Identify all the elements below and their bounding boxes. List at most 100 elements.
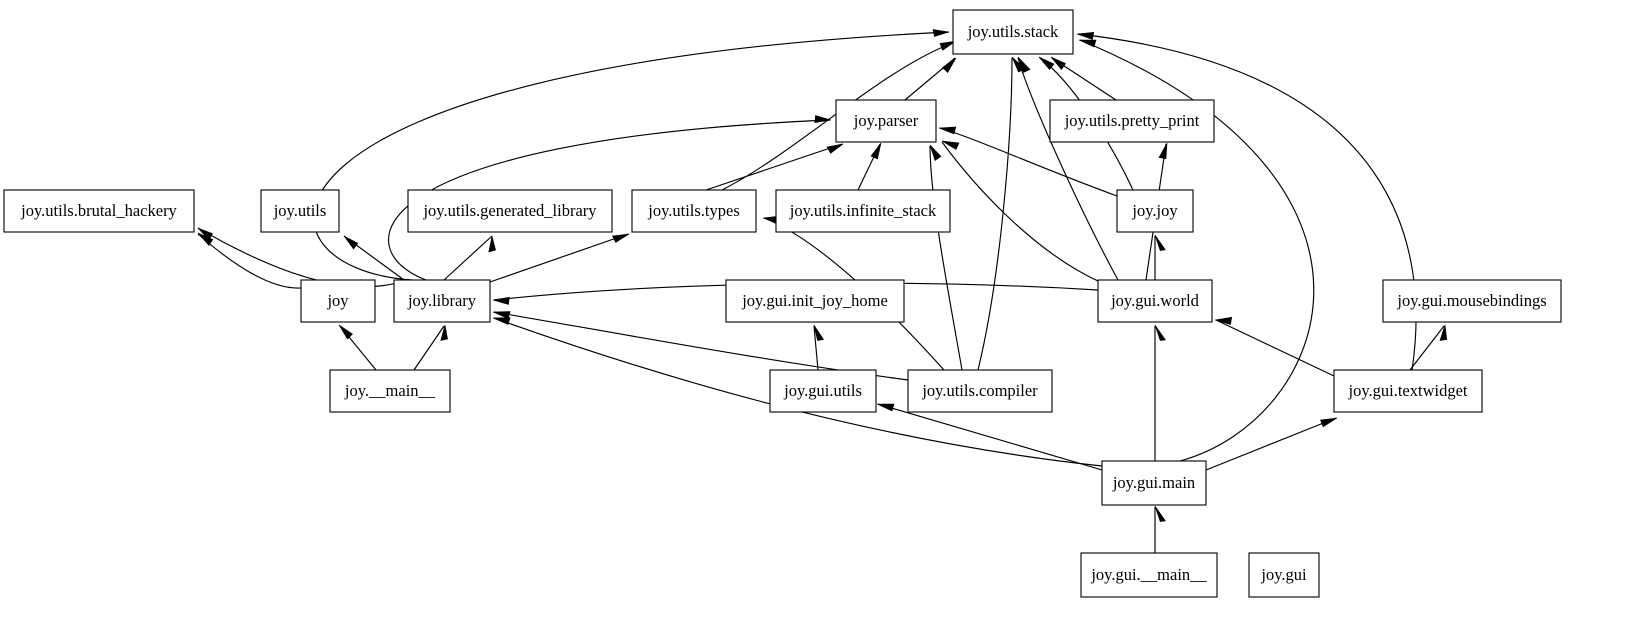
arrowhead-icon (1158, 142, 1168, 160)
arrowhead-icon (1038, 56, 1055, 70)
node-box[interactable] (1248, 552, 1320, 598)
node-box[interactable] (835, 99, 937, 143)
node-label: joy.gui (1260, 565, 1307, 584)
arrowhead-icon (932, 29, 950, 37)
edge-gui_main-to-gui_utils (876, 403, 1103, 471)
edge-line (941, 141, 1101, 283)
node-box[interactable] (1097, 279, 1213, 323)
arrowhead-icon (939, 40, 957, 51)
arrowhead-icon (941, 140, 960, 150)
node-label: joy.gui.__main__ (1090, 565, 1207, 584)
arrowhead-icon (1320, 417, 1338, 428)
edge-textwidget-to-world (1214, 316, 1335, 377)
arrowhead-icon (929, 144, 942, 161)
edge-line (313, 31, 950, 281)
node-utils_infinite[interactable]: joy.utils.infinite_stack (775, 189, 951, 233)
edge-world-to-joy_joy (1154, 234, 1166, 280)
node-gui_utils[interactable]: joy.gui.utils (769, 369, 877, 413)
arrowhead-icon (343, 235, 359, 250)
edge-line (877, 403, 1103, 471)
node-box[interactable] (1080, 552, 1218, 598)
arrowhead-icon (1154, 324, 1166, 341)
edge-line (977, 57, 1013, 371)
node-label: joy.utils (273, 201, 327, 220)
arrowhead-icon (826, 143, 844, 154)
node-box[interactable] (329, 369, 451, 413)
node-box[interactable] (775, 189, 951, 233)
node-utils_brutal[interactable]: joy.utils.brutal_hackery (3, 189, 195, 233)
node-gui[interactable]: joy.gui (1248, 552, 1320, 598)
edge-gui_main-to-textwidget (1205, 417, 1338, 471)
edge-joy_main-to-joy (338, 324, 377, 371)
arrowhead-icon (876, 403, 895, 412)
node-utils_genlib[interactable]: joy.utils.generated_library (407, 189, 613, 233)
arrowhead-icon (440, 324, 448, 341)
node-gui_textwidget[interactable]: joy.gui.textwidget (1333, 369, 1483, 413)
node-box[interactable] (725, 279, 905, 323)
node-gui_mousebindings[interactable]: joy.gui.mousebindings (1382, 279, 1562, 323)
arrowhead-icon (488, 235, 496, 253)
arrowhead-icon (1050, 56, 1066, 70)
arrowhead-icon (1439, 324, 1448, 341)
node-box[interactable] (769, 369, 877, 413)
node-gui_main[interactable]: joy.gui.main (1101, 460, 1207, 506)
node-box[interactable] (1101, 460, 1207, 506)
edge-library-to-utils_stack (313, 29, 950, 281)
edge-line (705, 143, 843, 191)
node-label: joy.utils.stack (967, 22, 1059, 41)
node-gui_main_dunder[interactable]: joy.gui.__main__ (1080, 552, 1218, 598)
arrowhead-icon (813, 324, 825, 341)
edge-joy_main-to-library (413, 324, 448, 371)
edge-line (1409, 325, 1445, 371)
node-label: joy.parser (853, 111, 919, 130)
node-box[interactable] (907, 369, 1053, 413)
node-utils_stack[interactable]: joy.utils.stack (952, 9, 1074, 55)
node-label: joy.utils.infinite_stack (789, 201, 937, 220)
node-gui_world[interactable]: joy.gui.world (1097, 279, 1213, 323)
arrowhead-icon (1017, 56, 1031, 73)
node-label: joy.utils.generated_library (422, 201, 597, 220)
node-box[interactable] (952, 9, 1074, 55)
node-box[interactable] (3, 189, 195, 233)
node-box[interactable] (300, 279, 376, 323)
edge-pretty_print-to-utils_stack (1050, 56, 1117, 101)
node-joy_main[interactable]: joy.__main__ (329, 369, 451, 413)
node-label: joy.gui.textwidget (1348, 381, 1468, 400)
arrowhead-icon (492, 311, 511, 319)
node-parser[interactable]: joy.parser (835, 99, 937, 143)
node-label: joy.utils.types (647, 201, 740, 220)
edge-line (939, 127, 1118, 197)
edge-library-to-brutal_hackery (197, 227, 401, 288)
edge-textwidget-to-mousebindings (1409, 324, 1448, 371)
node-gui_init_home[interactable]: joy.gui.init_joy_home (725, 279, 905, 323)
node-box[interactable] (1382, 279, 1562, 323)
edge-parser-to-utils_stack (904, 57, 957, 101)
node-box[interactable] (393, 279, 491, 323)
node-library[interactable]: joy.library (393, 279, 491, 323)
edge-line (443, 235, 493, 281)
arrowhead-icon (1214, 316, 1233, 325)
node-utils_compiler[interactable]: joy.utils.compiler (907, 369, 1053, 413)
node-utils_pretty_print[interactable]: joy.utils.pretty_print (1049, 99, 1215, 143)
arrowhead-icon (1154, 505, 1166, 522)
arrowhead-icon (1154, 234, 1166, 251)
arrowhead-icon (938, 126, 957, 135)
arrowhead-icon (492, 296, 510, 305)
node-box[interactable] (407, 189, 613, 233)
node-joy_joy[interactable]: joy.joy (1116, 189, 1194, 233)
node-utils_types[interactable]: joy.utils.types (631, 189, 757, 233)
edge-compiler-to-utils_stack (977, 56, 1026, 371)
edge-infinite_stack-to-parser (857, 142, 882, 191)
node-label: joy.utils.brutal_hackery (20, 201, 177, 220)
node-joy_root[interactable]: joy (300, 279, 376, 323)
edge-line (489, 233, 629, 283)
node-box[interactable] (631, 189, 757, 233)
edge-line (197, 233, 302, 289)
node-box[interactable] (1333, 369, 1483, 413)
node-box[interactable] (260, 189, 340, 233)
node-box[interactable] (1049, 99, 1215, 143)
node-utils[interactable]: joy.utils (260, 189, 340, 233)
node-label: joy.gui.mousebindings (1396, 291, 1546, 310)
node-box[interactable] (1116, 189, 1194, 233)
